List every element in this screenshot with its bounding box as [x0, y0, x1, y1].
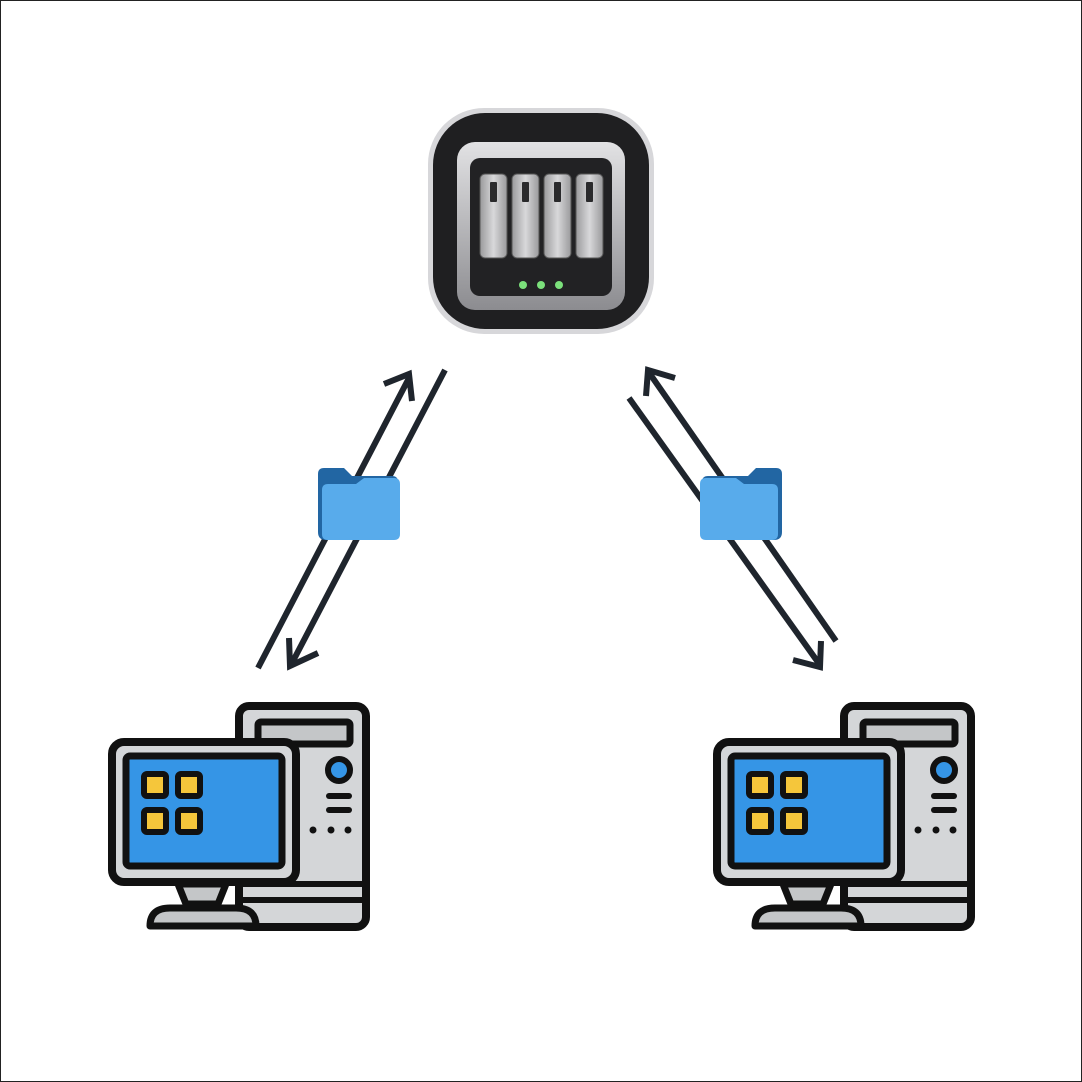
desktop-computer-icon[interactable] — [108, 702, 370, 931]
desktop-computer-icon[interactable] — [713, 702, 975, 931]
folder-icon — [318, 468, 400, 540]
drive-bay-icon — [543, 173, 572, 259]
status-led-icon — [519, 281, 527, 289]
nas-server-icon[interactable] — [428, 108, 654, 334]
drive-bay-icon — [575, 173, 604, 259]
drive-bay-icon — [511, 173, 540, 259]
drive-bay-icon — [479, 173, 508, 259]
status-led-icon — [537, 281, 545, 289]
folder-icon — [700, 468, 782, 540]
status-led-icon — [555, 281, 563, 289]
